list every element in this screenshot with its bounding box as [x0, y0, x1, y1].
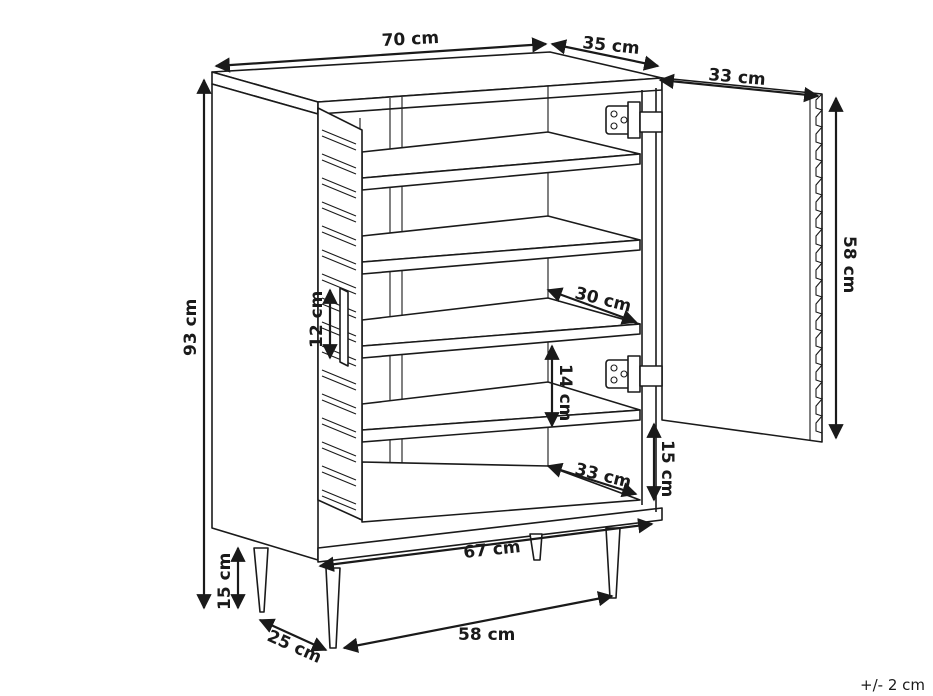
left-door: [317, 107, 363, 521]
dim-door-height: 58 cm: [839, 236, 859, 293]
hinge-top: [605, 101, 663, 139]
door-slat: [321, 249, 357, 271]
right-door: [661, 77, 823, 443]
door-slat: [321, 465, 357, 487]
hinge-bottom: [605, 355, 663, 393]
dim-shelf-spacing: 14 cm: [555, 364, 575, 421]
dim-leg-depth: 25 cm: [264, 626, 325, 668]
dim-leg-height: 15 cm: [215, 553, 235, 610]
door-slat: [321, 441, 357, 463]
door-edge-profile: [815, 93, 823, 434]
door-slat: [321, 225, 357, 247]
dim-top-width: 70 cm: [381, 28, 439, 51]
dim-bottom-clearance: 15 cm: [657, 440, 677, 497]
door-slat: [321, 369, 357, 391]
door-slat: [321, 177, 357, 199]
door-slat: [321, 273, 357, 295]
door-slat: [321, 201, 357, 223]
shelves: [361, 131, 641, 523]
dim-top-depth: 35 cm: [581, 33, 640, 59]
dim-door-width: 33 cm: [708, 65, 767, 90]
door-slat: [321, 417, 357, 439]
door-slat: [321, 489, 357, 511]
door-slat: [321, 129, 357, 151]
door-slat: [321, 153, 357, 175]
tolerance-note: +/- 2 cm: [860, 676, 925, 694]
dim-leg-width: 58 cm: [458, 625, 515, 645]
door-slat: [321, 393, 357, 415]
dim-total-height: 93 cm: [181, 299, 201, 356]
dimension-lines: [196, 37, 844, 653]
dim-handle-length: 12 cm: [307, 291, 327, 348]
